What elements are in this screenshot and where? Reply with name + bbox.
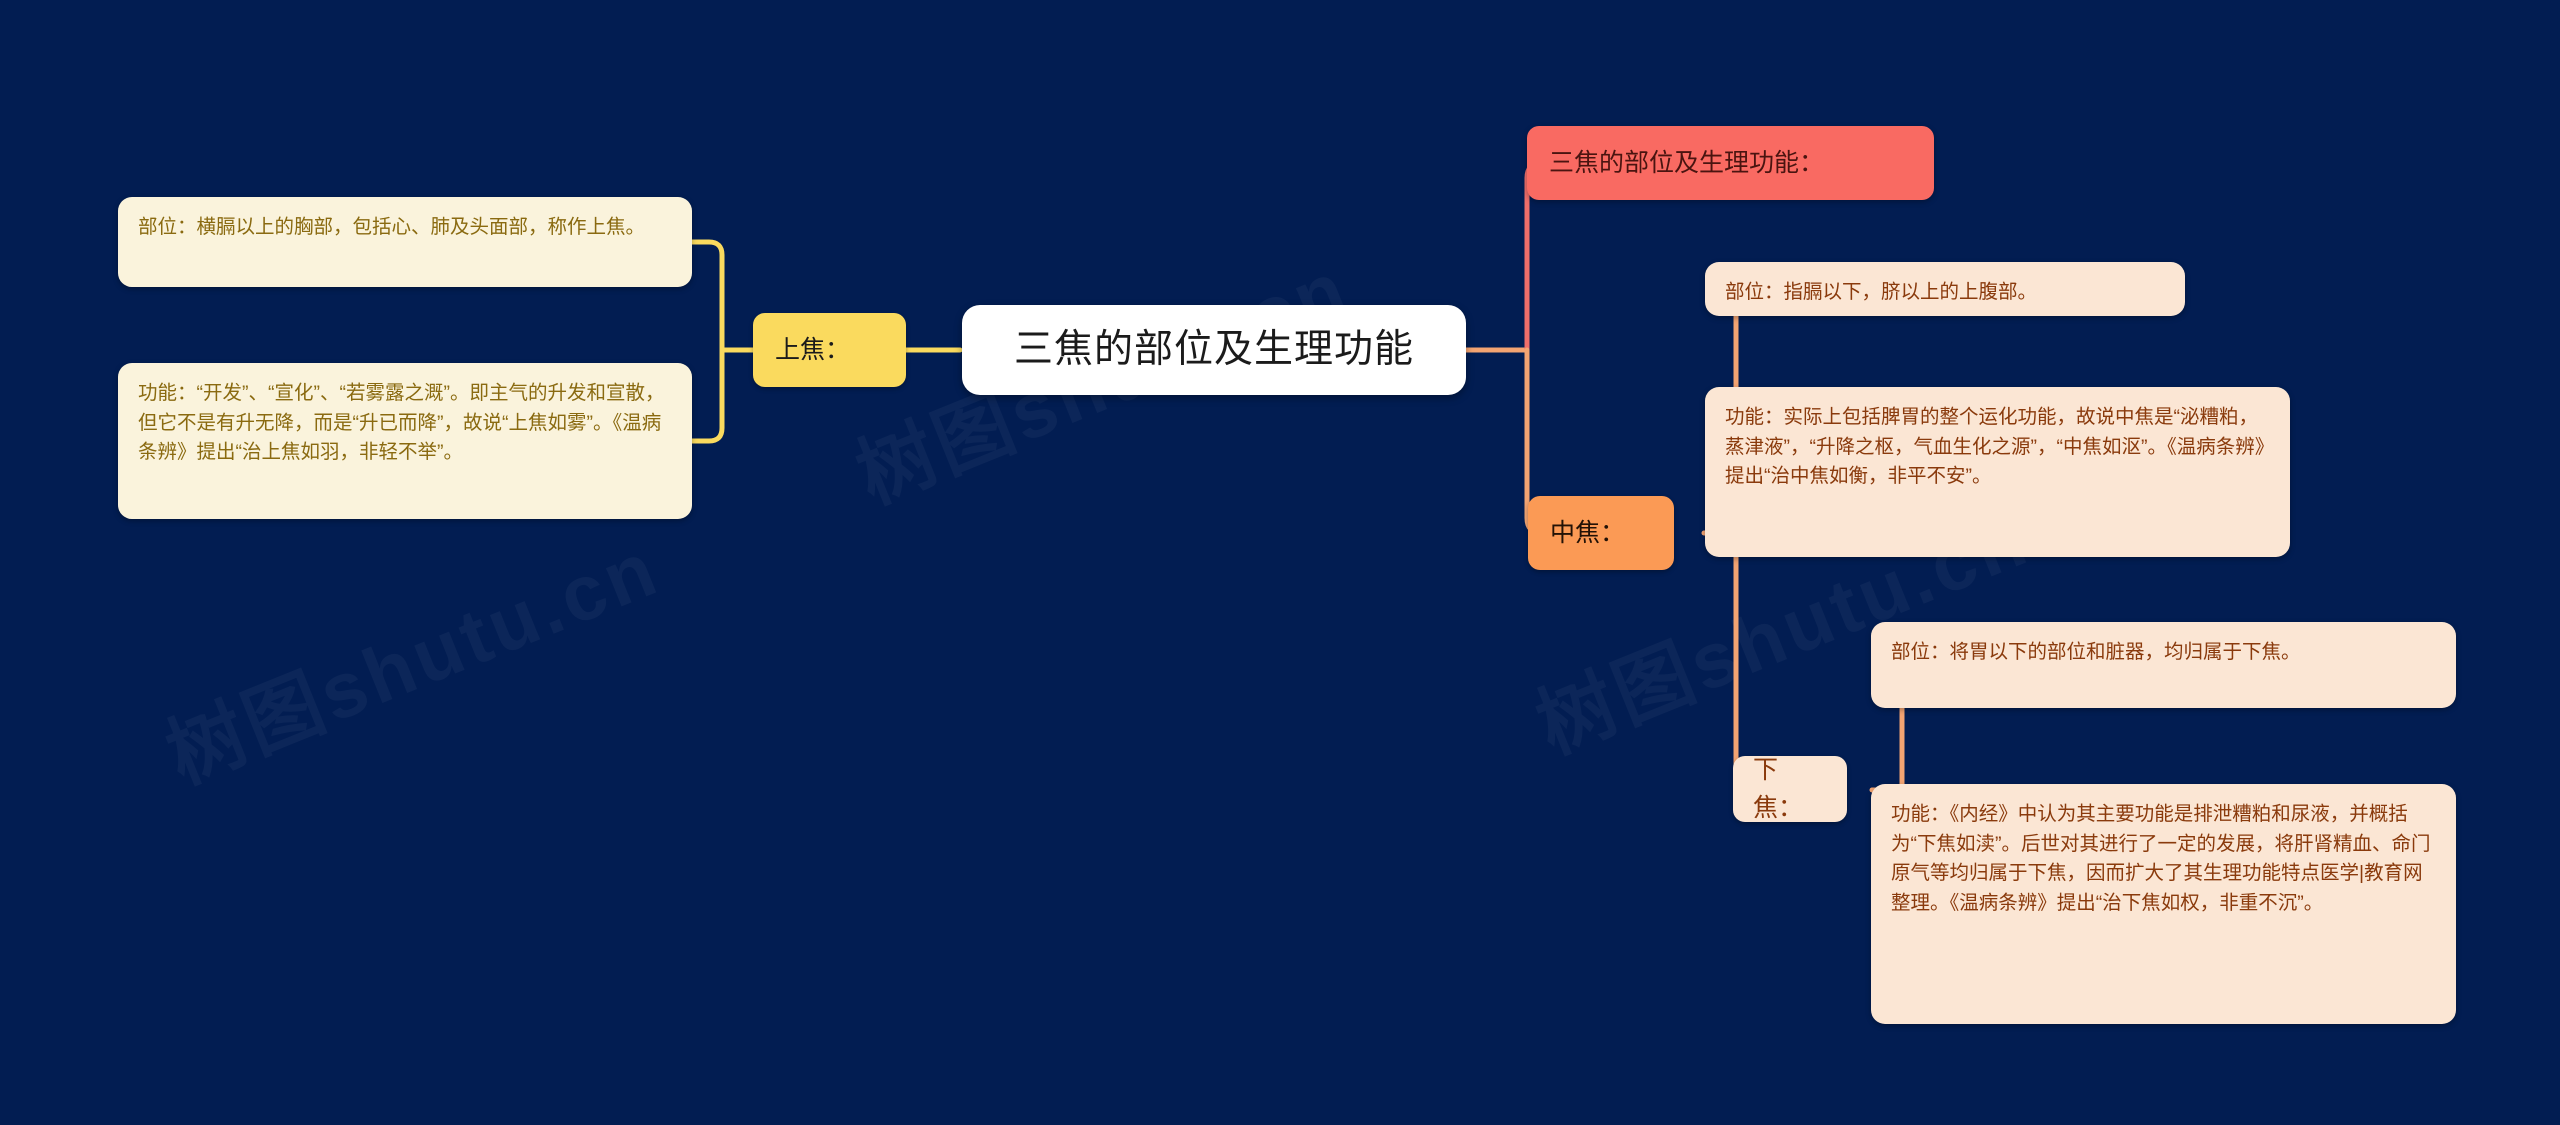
leaf-node-zhongjiao-location-text: 部位：指膈以下，脐以上的上腹部。 <box>1725 281 2038 303</box>
branch-node-xiajiao-label: 下焦： <box>1753 756 1804 822</box>
leaf-node-xiajiao-location[interactable]: 部位：将胃以下的部位和脏器，均归属于下焦。 <box>1871 622 2456 708</box>
leaf-node-xiajiao-function-text: 功能：《内经》中认为其主要功能是排泄糟粕和尿液，并概括为“下焦如渎”。后世对其进… <box>1891 803 2431 914</box>
leaf-node-shangjiao-location-text: 部位：横膈以上的胸部，包括心、肺及头面部，称作上焦。 <box>138 216 646 238</box>
branch-node-zhongjiao-label: 中焦： <box>1550 519 1626 547</box>
watermark: 树图shutu.cn <box>148 506 673 805</box>
leaf-node-shangjiao-function-text: 功能：“开发”、“宣化”、“若雾露之溉”。即主气的升发和宣散，但它不是有升无降，… <box>138 382 665 464</box>
leaf-node-zhongjiao-location[interactable]: 部位：指膈以下，脐以上的上腹部。 <box>1705 262 2185 316</box>
branch-node-shangjiao-label: 上焦： <box>775 336 851 364</box>
leaf-node-shangjiao-function[interactable]: 功能：“开发”、“宣化”、“若雾露之溉”。即主气的升发和宣散，但它不是有升无降，… <box>118 363 692 519</box>
root-node-label: 三焦的部位及生理功能 <box>1013 328 1414 372</box>
branch-node-xiajiao[interactable]: 下焦： <box>1733 756 1847 822</box>
branch-node-title[interactable]: 三焦的部位及生理功能： <box>1527 126 1934 200</box>
leaf-node-zhongjiao-function-text: 功能：实际上包括脾胃的整个运化功能，故说中焦是“泌糟粕，蒸津液”，“升降之枢，气… <box>1725 406 2265 488</box>
leaf-node-shangjiao-location[interactable]: 部位：横膈以上的胸部，包括心、肺及头面部，称作上焦。 <box>118 197 692 287</box>
leaf-node-xiajiao-location-text: 部位：将胃以下的部位和脏器，均归属于下焦。 <box>1891 641 2301 663</box>
branch-node-shangjiao[interactable]: 上焦： <box>753 313 906 387</box>
root-node[interactable]: 三焦的部位及生理功能 <box>962 305 1466 395</box>
branch-node-zhongjiao[interactable]: 中焦： <box>1528 496 1674 570</box>
leaf-node-xiajiao-function[interactable]: 功能：《内经》中认为其主要功能是排泄糟粕和尿液，并概括为“下焦如渎”。后世对其进… <box>1871 784 2456 1024</box>
leaf-node-zhongjiao-function[interactable]: 功能：实际上包括脾胃的整个运化功能，故说中焦是“泌糟粕，蒸津液”，“升降之枢，气… <box>1705 387 2290 557</box>
branch-node-title-label: 三焦的部位及生理功能： <box>1549 149 1825 177</box>
